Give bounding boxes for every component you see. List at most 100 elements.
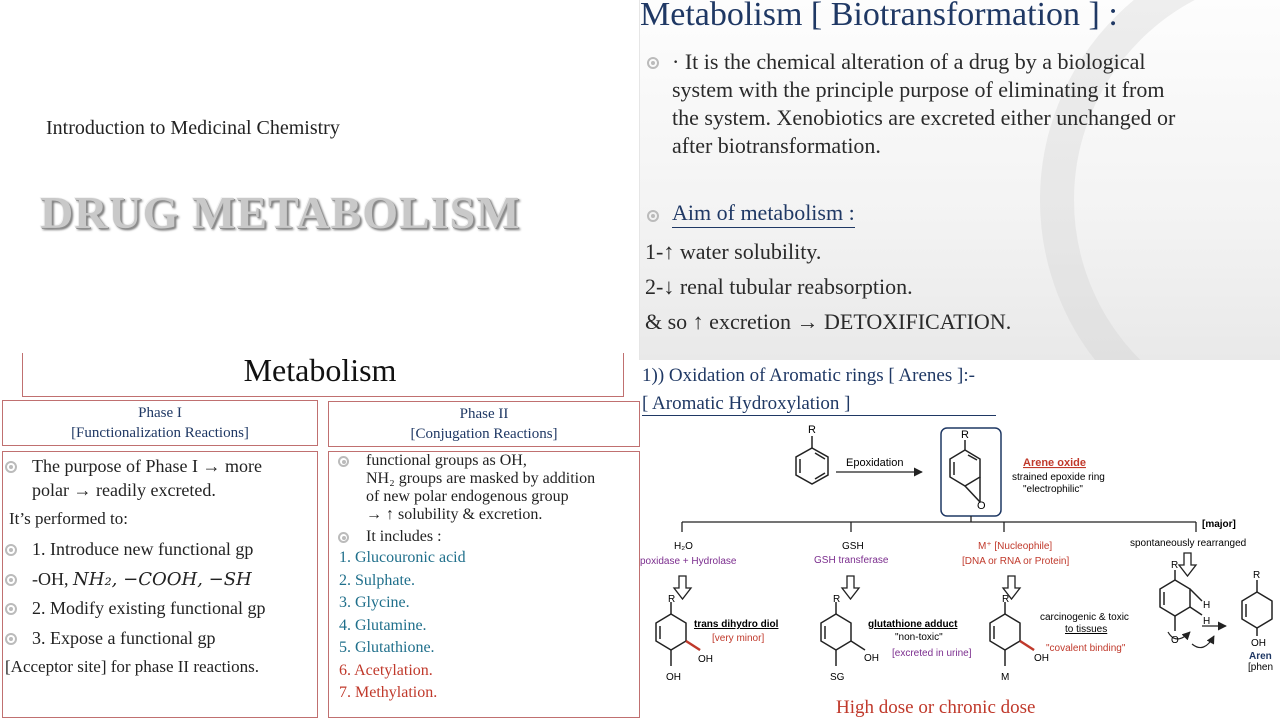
definition-text: · It is the chemical alteration of a dru… (672, 48, 1280, 160)
arene-product-label: Aren (1249, 651, 1272, 662)
bullet-icon (5, 603, 17, 615)
h-label: H (1203, 600, 1210, 611)
r-label: R (961, 429, 969, 441)
curly-arrow-icon (1167, 631, 1191, 641)
phase2-desc-line: functional groups as OH, (366, 452, 527, 469)
bullet-icon (5, 544, 17, 556)
conjugation-item: 3. Glycine. (339, 594, 410, 611)
phase2-name: Phase II (459, 406, 509, 422)
tissues-label: to tissues (1065, 624, 1107, 635)
phase2-subtitle: [Conjugation Reactions] (410, 426, 558, 442)
h-label: H (1203, 616, 1210, 627)
oxidation-title: 1)) Oxidation of Aromatic rings [ Arenes… (642, 365, 975, 386)
bullet-icon (647, 57, 659, 69)
dna-label: [DNA or RNA or Protein] (962, 556, 1069, 567)
aim-list: 1-↑ water solubility. 2-↓ renal tubular … (645, 234, 1011, 339)
bullet-icon (647, 210, 659, 222)
definition-line: after biotransformation. (672, 133, 881, 158)
phase1-item-modify: 2. Modify existing functional gp (32, 598, 266, 618)
conjugation-item: 1. Glucouronic acid (339, 549, 466, 566)
very-minor-label: [very minor] (712, 633, 764, 644)
stereo-bond-icon (1019, 639, 1035, 652)
hydrolase-label: poxidase + Hydrolase (640, 556, 737, 567)
definition-line: system with the principle purpose of eli… (672, 77, 1165, 102)
course-title: Introduction to Medicinal Chemistry (46, 117, 340, 139)
m-label: M (1001, 672, 1009, 683)
phase2-includes: It includes : (366, 528, 442, 545)
aim-heading: Aim of metabolism : (672, 200, 855, 228)
phase1-performed: It’s performed to: (9, 509, 128, 528)
branch-lines (681, 516, 1197, 532)
phase1-body (2, 451, 318, 718)
major-label: [major] (1202, 519, 1236, 530)
phase2-desc-line: → ↑ solubility & excretion. (366, 506, 543, 523)
diol-label: trans dihydro diol (694, 619, 779, 630)
aim-item: 1-↑ water solubility. (645, 239, 822, 264)
dose-note: High dose or chronic dose (836, 697, 1036, 718)
reaction-scheme: R Epoxidation R O Arene oxide strained e… (640, 424, 1273, 683)
phase1-item-expose: 3. Expose a functional gp (32, 628, 216, 648)
definition-slide (640, 0, 1280, 360)
groups-prefix: -OH, (32, 569, 73, 589)
water-label: H₂O (674, 541, 693, 552)
spontaneous-label: spontaneously rearranged (1130, 538, 1246, 549)
gsh-transferase-label: GSH transferase (814, 555, 889, 566)
covalent-label: "covalent binding" (1046, 643, 1126, 654)
groups-formula: NH₂, −COOH, −SH (73, 569, 252, 590)
sg-label: SG (830, 672, 845, 683)
bullet-icon (5, 633, 17, 645)
adduct-oh-label: OH (864, 653, 879, 664)
phase1-item-introduce: 1. Introduce new functional gp (32, 539, 254, 559)
conjugation-item: 7. Methylation. (339, 684, 438, 701)
phenol-oh-label: OH (1251, 638, 1266, 649)
carcinogenic-label: carcinogenic & toxic (1040, 612, 1129, 623)
conjugation-item: 2. Sulphate. (339, 572, 415, 589)
arene-oxide-ring (949, 440, 981, 503)
excreted-label: [excreted in urine] (892, 648, 972, 659)
epoxidation-label: Epoxidation (846, 457, 904, 469)
r-label: R (808, 424, 816, 436)
main-title: DRUG METABOLISM (40, 187, 521, 238)
strained-label: strained epoxide ring (1012, 472, 1105, 483)
bullet-icon (5, 574, 17, 586)
r-label: R (1002, 594, 1009, 605)
stereo-bond-icon (685, 639, 701, 652)
phase1-purpose: The purpose of Phase I → more (32, 456, 262, 476)
bullet-icon (338, 456, 349, 467)
phase2-desc-line: NH₂ groups are masked by addition (366, 470, 596, 487)
phases-slide (0, 360, 640, 720)
nucleophile-oh-label: OH (1034, 653, 1049, 664)
r-label: R (833, 594, 840, 605)
electrophilic-label: "electrophilic" (1023, 484, 1083, 495)
aim-item: & so ↑ excretion → DETOXIFICATION. (645, 309, 1012, 334)
non-toxic-label: "non-toxic" (895, 632, 943, 643)
phase2-body (328, 451, 640, 718)
phase1-name: Phase I (138, 405, 182, 421)
bullet-icon (5, 461, 17, 473)
down-arrows (672, 552, 1198, 601)
title-slide (0, 0, 640, 360)
aim-item: 2-↓ renal tubular reabsorption. (645, 274, 913, 299)
metabolism-title-box (22, 353, 624, 397)
r-label: R (1171, 560, 1178, 571)
curly-arrow-icon (1191, 635, 1215, 649)
definition-line: the system. Xenobiotics are excreted eit… (672, 105, 1176, 130)
nucleophile-label: M⁺ [Nucleophile] (978, 541, 1052, 552)
conjugation-item: 6. Acetylation. (339, 662, 433, 679)
arene-oxide-label: Arene oxide (1023, 457, 1086, 469)
oxidation-slide (640, 360, 1280, 720)
gsh-label: GSH (842, 541, 864, 552)
definition-title: Metabolism [ Biotransformation ] : (640, 0, 1118, 33)
r-label: R (1253, 570, 1260, 581)
benzene-ring (795, 436, 829, 485)
phases-title: Metabolism (243, 352, 397, 388)
epoxide-o-label: O (977, 500, 986, 512)
bullet-icon (338, 532, 349, 543)
phase1-acceptor: [Acceptor site] for phase II reactions. (5, 657, 259, 676)
phenol-label: [phen (1248, 662, 1273, 673)
phase1-groups: -OH, NH₂, −COOH, −SH (32, 569, 252, 590)
phase1-purpose-cont: polar → readily excreted. (32, 480, 216, 500)
diol-oh-bottom-label: OH (666, 672, 681, 683)
phase2-header: Phase II [Conjugation Reactions] (328, 401, 640, 447)
conjugation-item: 5. Glutathione. (339, 639, 435, 656)
